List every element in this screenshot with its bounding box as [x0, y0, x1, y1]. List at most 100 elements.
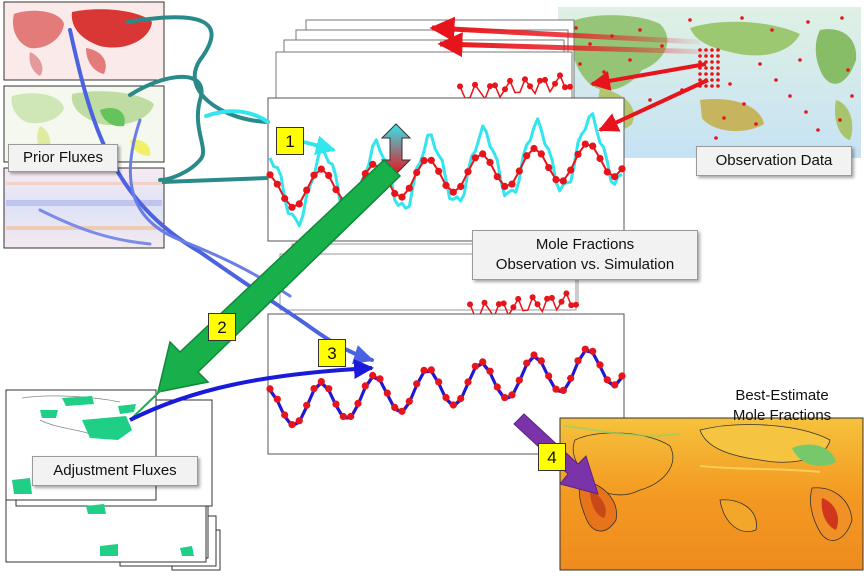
observation-point-lower — [391, 403, 399, 411]
upper-peek-point — [537, 77, 543, 84]
observation-point-lower — [479, 358, 487, 366]
observation-point-lower — [347, 412, 355, 421]
mole-fractions-subtitle: Observation vs. Simulation — [495, 256, 675, 273]
observation-point-lower — [611, 381, 619, 389]
upper-peek-point — [527, 83, 533, 90]
observation-point-lower — [273, 395, 281, 403]
prior-flux-flows — [38, 15, 374, 365]
upper-peek-point — [557, 72, 563, 79]
best-estimate-subtitle: Mole Fractions — [732, 407, 832, 424]
station-point — [728, 82, 732, 86]
station-point — [710, 66, 714, 70]
station-point — [722, 116, 726, 120]
observation-point-lower — [449, 401, 457, 409]
station-point — [716, 84, 720, 88]
station-point — [716, 66, 720, 70]
station-point — [704, 84, 708, 88]
observation-point — [545, 164, 553, 172]
observation-point — [449, 188, 457, 196]
best-estimate-label: Best-Estimate Mole Fractions — [702, 386, 862, 426]
observation-point-lower — [376, 375, 384, 383]
observation-point — [457, 182, 465, 191]
station-point — [804, 110, 808, 114]
observation-point-lower — [295, 417, 303, 425]
station-point — [714, 136, 718, 140]
station-point — [704, 66, 708, 70]
observation-point — [405, 184, 413, 192]
station-point — [710, 60, 714, 64]
lower-peek-point — [500, 300, 507, 307]
station-point — [588, 42, 592, 46]
step1-arrow — [303, 135, 336, 156]
observation-point — [537, 150, 545, 158]
observation-point-lower — [464, 378, 472, 386]
station-point — [754, 122, 758, 126]
adjustment-fluxes-label: Adjustment Fluxes — [32, 456, 198, 486]
observation-point-lower — [405, 397, 413, 405]
upper-peek-point — [542, 76, 548, 83]
lower-chart-peek — [467, 290, 579, 319]
observation-point — [471, 154, 479, 162]
station-point — [698, 72, 702, 76]
observation-point-lower — [398, 407, 406, 415]
observation-point-lower — [574, 357, 582, 365]
observation-point-lower — [339, 412, 347, 421]
observation-point — [567, 166, 575, 174]
observation-arrows — [429, 16, 713, 132]
step-1-badge: 1 — [276, 127, 304, 155]
station-point — [688, 18, 692, 22]
station-point — [788, 94, 792, 98]
station-point — [698, 54, 702, 58]
observation-point-lower — [413, 380, 421, 388]
station-point — [740, 16, 744, 20]
station-point — [710, 72, 714, 76]
observation-point — [295, 200, 303, 208]
station-point — [660, 44, 664, 48]
observation-point — [508, 180, 516, 188]
observation-point — [523, 152, 531, 160]
observation-point — [310, 171, 318, 179]
station-point — [716, 54, 720, 58]
observation-point — [596, 154, 604, 163]
station-point — [628, 58, 632, 62]
observation-point-lower — [493, 383, 501, 391]
station-point — [578, 62, 582, 66]
observation-point-lower — [581, 345, 589, 353]
prior-flux-maps — [3, 1, 165, 249]
upper-peek-point — [492, 82, 498, 89]
lower-peek-point — [510, 304, 517, 311]
step-3-badge: 3 — [318, 339, 346, 367]
observation-point — [281, 194, 289, 203]
observation-point — [273, 180, 281, 188]
observation-point-lower — [266, 385, 274, 393]
observation-point-lower — [523, 359, 531, 367]
observation-point — [611, 173, 619, 181]
observation-point-lower — [383, 389, 391, 397]
observation-point — [589, 142, 597, 150]
best-estimate-map — [559, 417, 864, 571]
observation-point-lower — [603, 376, 611, 384]
observation-point-lower — [317, 378, 325, 386]
observation-point — [501, 182, 509, 190]
observation-point-lower — [442, 393, 450, 402]
lower-peek-point — [515, 295, 522, 302]
observation-point-lower — [288, 421, 296, 429]
observation-point — [618, 165, 626, 173]
observation-point — [266, 171, 274, 179]
observation-point-lower — [589, 347, 597, 355]
step3-arrow — [129, 358, 374, 422]
observation-point — [486, 158, 494, 166]
step-2-badge: 2 — [208, 313, 236, 341]
station-point — [770, 28, 774, 32]
station-point — [698, 78, 702, 82]
observation-point — [413, 168, 421, 177]
station-point — [758, 62, 762, 66]
upper-peek-point — [487, 83, 493, 90]
observation-point-lower — [281, 411, 289, 419]
upper-peek-point — [472, 81, 478, 88]
upper-peek-point — [507, 77, 513, 84]
station-point — [816, 128, 820, 132]
observation-point-lower — [369, 371, 377, 380]
lower-peek-point — [563, 290, 570, 297]
